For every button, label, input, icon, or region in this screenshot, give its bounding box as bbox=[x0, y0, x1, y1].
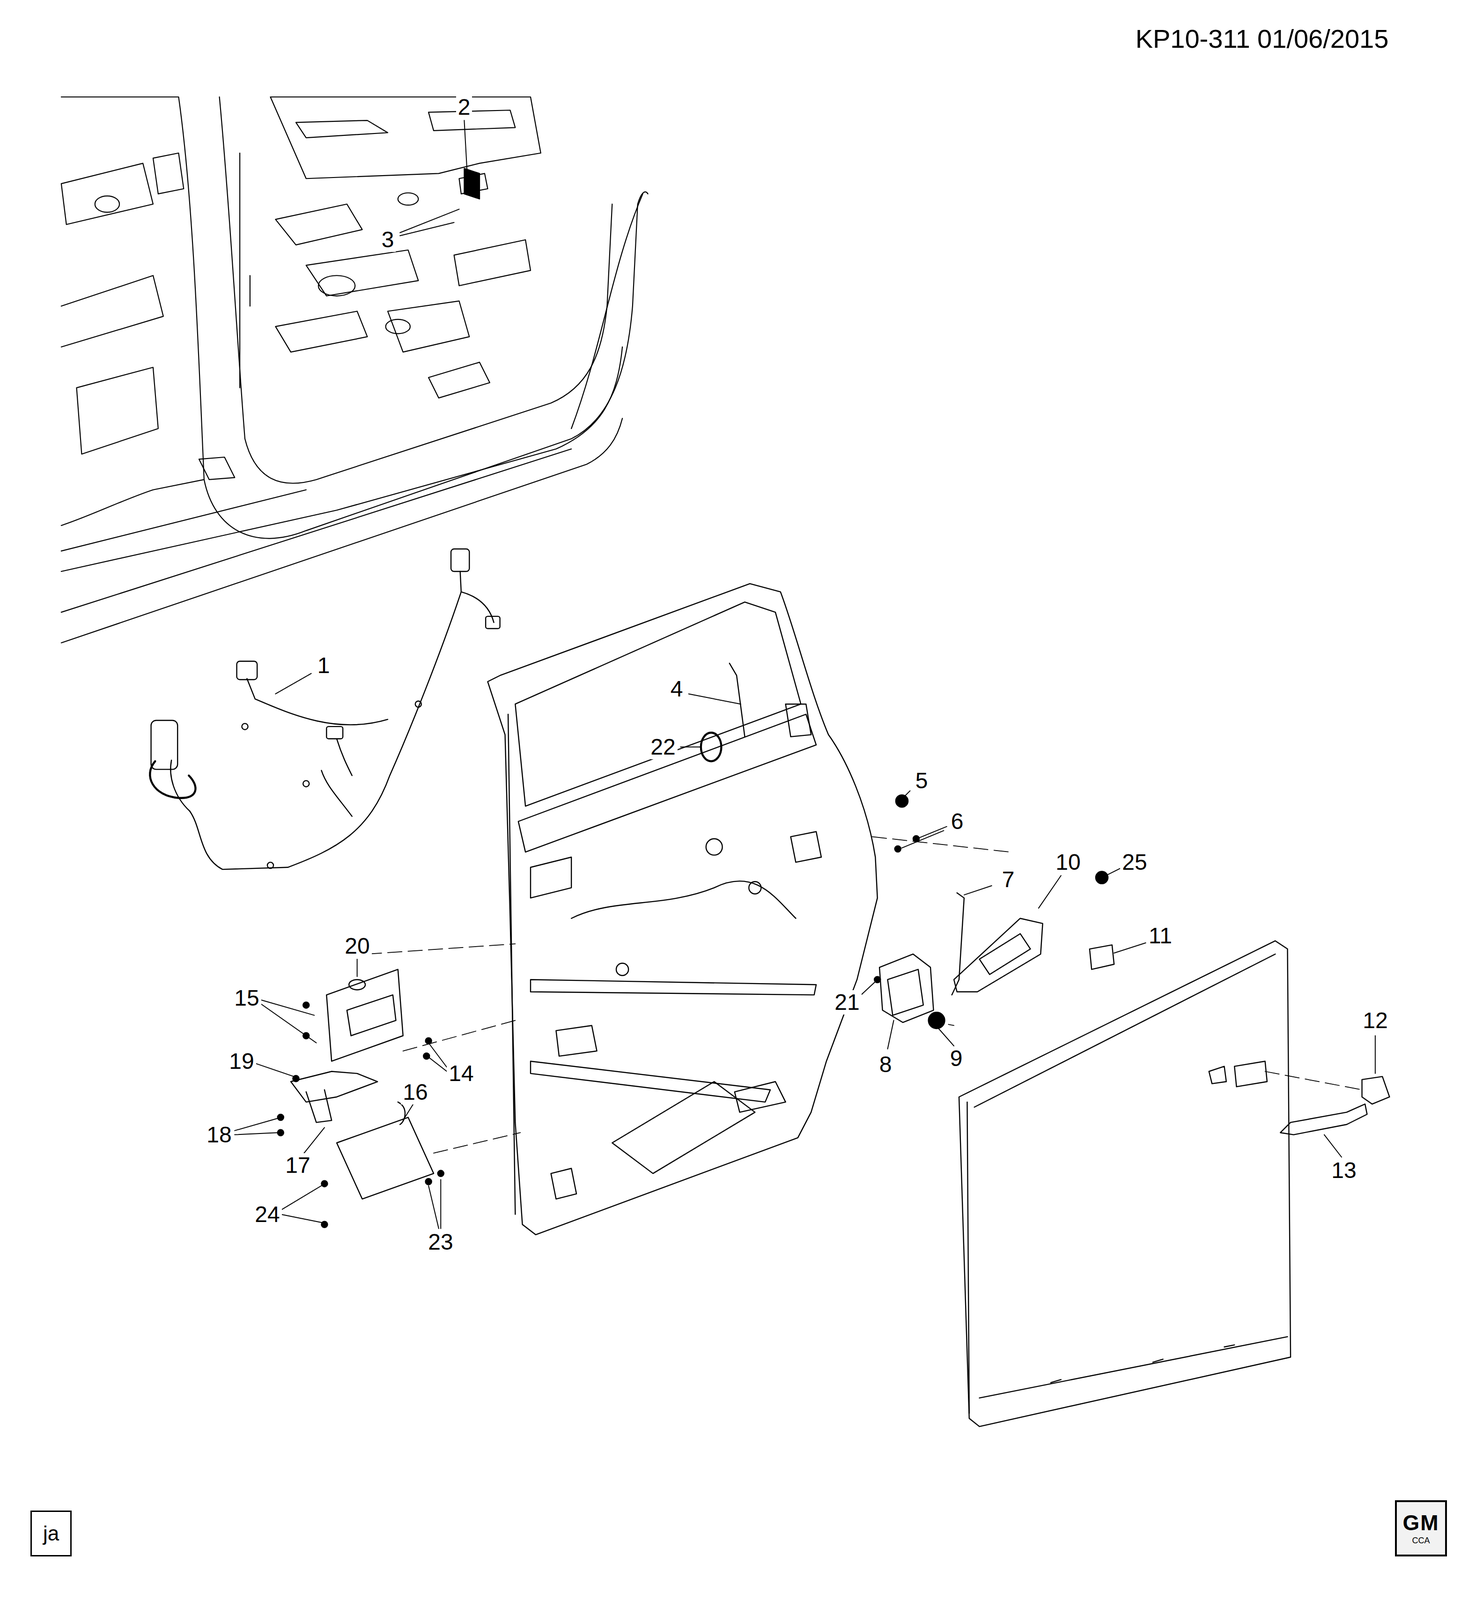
callout-number: 19 bbox=[227, 1048, 256, 1074]
callout-number: 1 bbox=[315, 653, 333, 678]
box-text: GM bbox=[1402, 1511, 1439, 1534]
drawing-id: KP10-311 01/06/2015 bbox=[1133, 24, 1391, 53]
callout-number: 17 bbox=[283, 1152, 312, 1178]
sheet-code-box: ja bbox=[30, 1510, 72, 1557]
latch-assembly bbox=[874, 794, 1115, 1029]
callout-number: 2 bbox=[456, 95, 473, 120]
callout-number: 11 bbox=[1146, 923, 1174, 948]
callout-number: 18 bbox=[204, 1122, 234, 1147]
callout-number: 13 bbox=[1329, 1158, 1358, 1183]
hinges bbox=[277, 969, 444, 1228]
callout-number: 14 bbox=[446, 1061, 476, 1086]
callout-number: 20 bbox=[342, 933, 372, 959]
callout-number: 4 bbox=[668, 676, 686, 701]
callout-number: 10 bbox=[1053, 849, 1083, 875]
body-side bbox=[61, 96, 649, 643]
callout-number: 6 bbox=[949, 809, 966, 834]
wiring-harness bbox=[149, 548, 500, 870]
leader-lines bbox=[234, 120, 1376, 1229]
callout-number: 12 bbox=[1360, 1008, 1390, 1033]
box-subtext: CCA bbox=[1411, 1535, 1430, 1545]
callout-number: 24 bbox=[252, 1202, 282, 1227]
door-inner-panel bbox=[487, 583, 878, 1235]
callout-number: 22 bbox=[648, 734, 678, 760]
assembly-paths bbox=[367, 836, 1362, 1153]
callout-number: 3 bbox=[379, 227, 397, 252]
door-outer-panel bbox=[959, 940, 1390, 1427]
callout-number: 25 bbox=[1120, 849, 1149, 875]
callout-number: 8 bbox=[877, 1052, 894, 1077]
callout-number: 21 bbox=[832, 989, 862, 1015]
gm-logo: GMCCA bbox=[1394, 1499, 1447, 1557]
callout-number: 15 bbox=[232, 985, 261, 1011]
callout-number: 9 bbox=[948, 1046, 965, 1071]
callout-number: 23 bbox=[426, 1229, 455, 1255]
callout-number: 7 bbox=[1000, 867, 1017, 892]
box-text: ja bbox=[43, 1522, 60, 1544]
callout-number: 5 bbox=[913, 768, 930, 793]
callout-number: 16 bbox=[400, 1079, 430, 1105]
